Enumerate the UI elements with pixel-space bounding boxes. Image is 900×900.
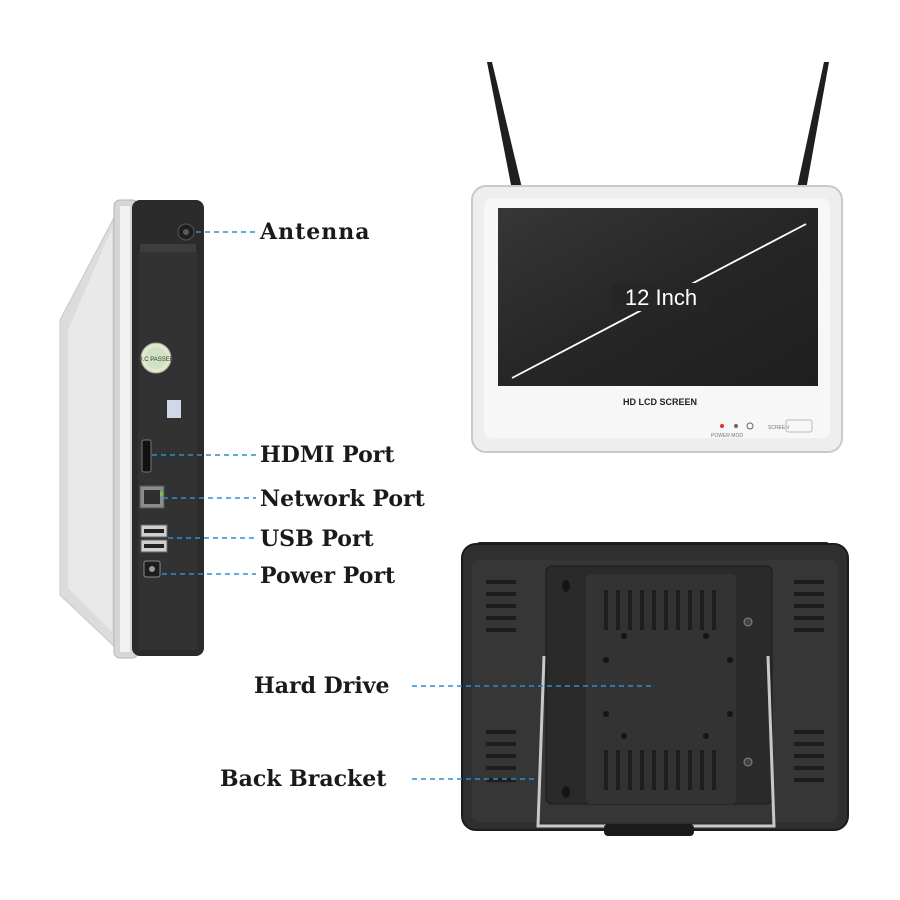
qc-sticker: Q.C PASSED	[138, 342, 175, 374]
hdmi-port-label: HDMI Port	[260, 442, 395, 468]
usb-port-label: USB Port	[260, 526, 375, 552]
side-leader-lines	[152, 231, 256, 575]
back-bracket-label: Back Bracket	[220, 766, 387, 792]
svg-text:Q.C PASSED: Q.C PASSED	[138, 357, 175, 363]
side-view-monitor: Q.C PASSED	[59, 199, 204, 659]
hdmi-port	[141, 439, 152, 473]
screen-button-icon	[746, 422, 754, 430]
back-view-monitor	[461, 542, 849, 836]
svg-text:POWER MOD: POWER MOD	[711, 433, 743, 439]
back-leader-lines	[412, 685, 652, 780]
screen-size-text: 12 Inch	[625, 285, 697, 310]
right-antenna	[797, 62, 829, 190]
antenna-label: Antenna	[259, 219, 370, 245]
svg-text:SCREEN: SCREEN	[768, 425, 789, 431]
usb-ports	[140, 524, 168, 553]
network-port-label: Network Port	[260, 486, 426, 512]
left-antenna	[487, 62, 522, 190]
power-port	[143, 560, 161, 578]
front-view-monitor: 12 Inch HD LCD SCREEN POWER MOD SCREEN	[471, 62, 843, 453]
hard-drive-label: Hard Drive	[254, 673, 389, 699]
screen-brand-text: HD LCD SCREEN	[623, 397, 697, 407]
power-port-label: Power Port	[260, 563, 396, 589]
